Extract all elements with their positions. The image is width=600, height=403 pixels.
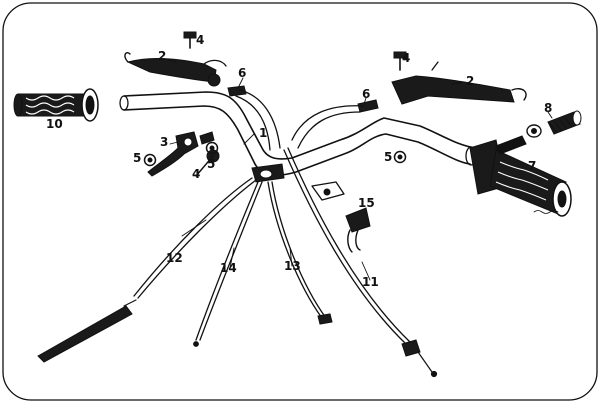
left-grip (13, 88, 99, 122)
callout-2-left: 2 (158, 49, 166, 63)
callout-11: 11 (362, 275, 379, 289)
screw-right (393, 51, 407, 71)
artist-signature (533, 210, 559, 214)
dip-switch (345, 207, 371, 253)
adjuster-screw (526, 110, 582, 138)
nut-right (393, 150, 407, 164)
callout-6-right: 6 (362, 87, 370, 101)
cable-13 (267, 181, 333, 325)
callout-8: 8 (544, 101, 552, 115)
choke-lever (147, 131, 215, 177)
callout-4-top: 4 (196, 33, 204, 47)
callout-1: 1 (259, 126, 267, 140)
right-lever (391, 61, 527, 105)
nut-mid (205, 141, 219, 155)
leader-lines (167, 59, 553, 281)
screw-top (183, 31, 197, 49)
left-lever (124, 52, 227, 87)
right-throttle-grip (469, 135, 572, 217)
callout-5-right: 5 (384, 150, 392, 164)
callout-14: 14 (220, 261, 237, 275)
callout-5-mid: 5 (207, 157, 215, 171)
callout-13: 13 (284, 259, 301, 273)
callout-12: 12 (166, 251, 183, 265)
callout-7: 7 (528, 159, 536, 173)
callout-4-right: 4 (402, 51, 410, 65)
callout-4-mid: 4 (192, 167, 200, 181)
cable-14 (193, 181, 263, 347)
callout-5-left: 5 (133, 151, 141, 165)
callout-10: 10 (46, 117, 63, 131)
handlebar (119, 91, 477, 201)
cable-adjuster-right (357, 99, 379, 113)
callout-2-right: 2 (466, 74, 474, 88)
callout-3: 3 (160, 135, 168, 149)
cable-loops-upper (235, 89, 365, 151)
nut-left (143, 153, 157, 167)
cable-11 (283, 147, 438, 378)
callout-6-left: 6 (238, 66, 246, 80)
callout-15: 15 (358, 196, 375, 210)
